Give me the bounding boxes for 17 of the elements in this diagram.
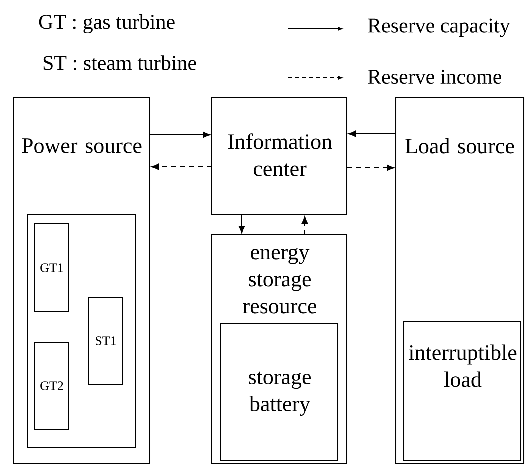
arrow <box>346 164 395 172</box>
arrow <box>152 164 212 170</box>
note-text: ST : steam turbine <box>44 56 196 70</box>
unit-box: GT1 <box>34 224 70 312</box>
load-box: interruptible load <box>404 322 522 462</box>
unit-box: ST1 <box>88 298 124 386</box>
process-box: Information center <box>212 98 348 216</box>
arrow <box>302 216 308 236</box>
arrow <box>348 130 396 138</box>
group-box <box>28 214 136 448</box>
arrow <box>150 132 211 138</box>
battery-box: storage battery <box>220 324 338 462</box>
legend-text: Reserve capacity <box>368 18 510 38</box>
unit-box: GT2 <box>34 342 70 430</box>
note-text: GT : gas turbine <box>39 14 175 34</box>
arrow <box>238 214 246 234</box>
legend-text: Reserve income <box>368 70 502 84</box>
